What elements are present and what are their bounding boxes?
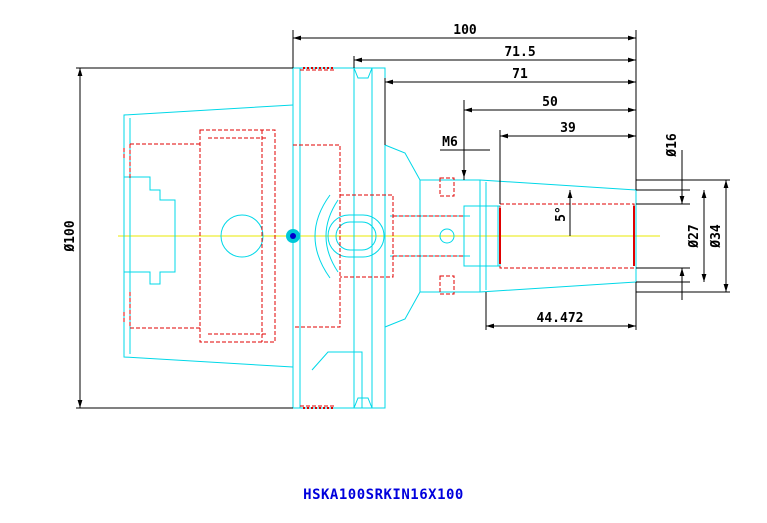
dim-44-472-label: 44.472 [537, 311, 584, 326]
dim-71-5-label: 71.5 [504, 45, 535, 60]
part-number-title: HSKA100SRKIN16X100 [303, 487, 464, 503]
dim-phi16-label: Ø16 [665, 133, 680, 158]
dimension-lines [76, 30, 730, 409]
thread-marks [303, 67, 635, 409]
dim-m6-label: M6 [442, 135, 458, 150]
dim-phi27-label: Ø27 [687, 224, 702, 248]
dim-angle-label: 5° [554, 206, 569, 222]
dim-50-label: 50 [542, 95, 558, 110]
dim-100-label: 100 [453, 23, 477, 38]
dim-phi34-label: Ø34 [709, 224, 724, 249]
dim-71-label: 71 [512, 67, 528, 82]
dim-39-label: 39 [560, 121, 576, 136]
hidden-lines [123, 69, 635, 407]
dim-phi100-label: Ø100 [63, 220, 78, 252]
tool-holder-outline [123, 67, 637, 409]
